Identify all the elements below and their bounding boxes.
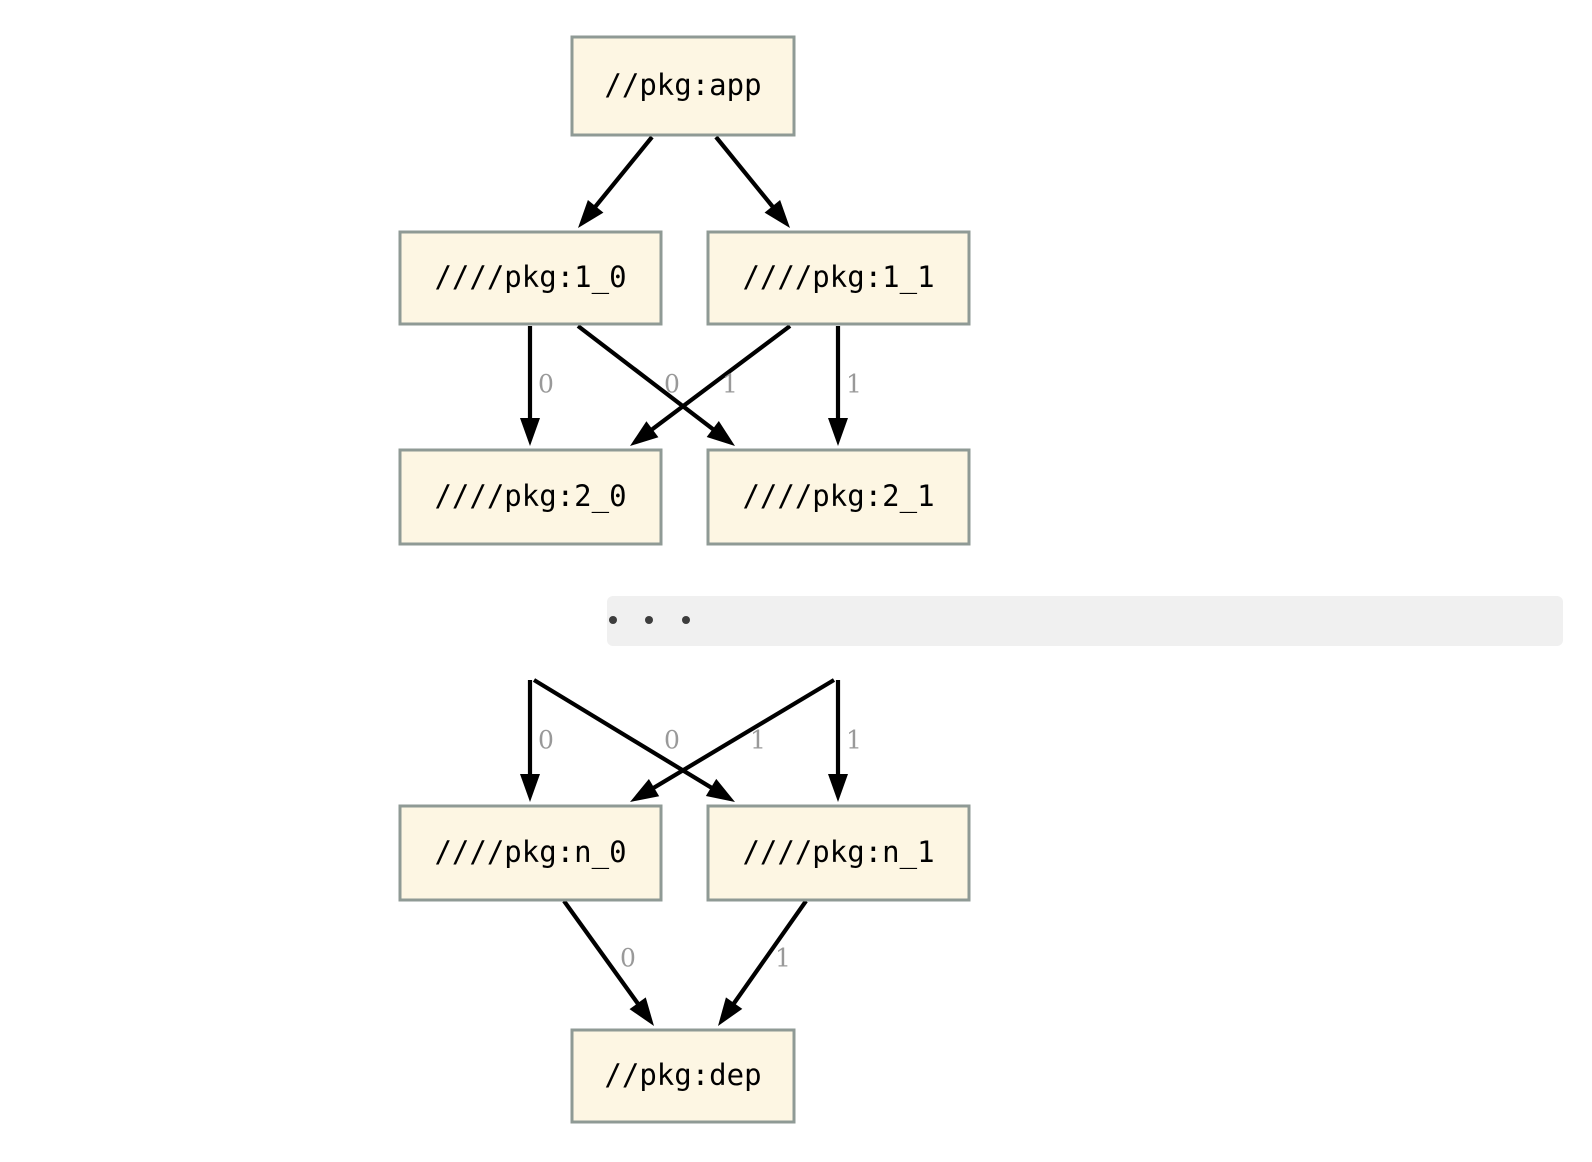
node-box[interactable]	[398, 448, 663, 546]
graph-node-n1_1[interactable]: ////pkg:1_1	[706, 230, 971, 326]
node-box[interactable]	[706, 230, 971, 326]
edge-arrowhead	[630, 421, 659, 446]
ellipsis-separator	[607, 596, 1563, 646]
edge-arrowhead	[764, 199, 790, 228]
edge-line	[647, 324, 792, 434]
edge-label: 1	[846, 370, 862, 399]
edge-arrowhead	[706, 421, 735, 446]
graph-nodes: //pkg:app ////pkg:1_0 ////pkg:1_1 ////pkg:2…	[398, 35, 971, 1124]
node-label: //pkg:app	[604, 68, 761, 102]
node-label: ////pkg:n_0	[434, 835, 626, 870]
edge-line	[649, 678, 836, 792]
graph-node-nn_0[interactable]: ////pkg:n_0	[398, 804, 663, 902]
graph-node-n2_1[interactable]: ////pkg:2_1	[706, 448, 971, 546]
node-label: ////pkg:1_1	[742, 260, 934, 295]
ellipsis-dot	[645, 616, 653, 624]
edge-label: 1	[722, 370, 738, 399]
node-label: //pkg:dep	[604, 1058, 761, 1092]
graph-node-nn_1[interactable]: ////pkg:n_1	[706, 804, 971, 902]
edge-label: 1	[846, 726, 862, 755]
graph-edges	[520, 135, 848, 1026]
graph-node-n2_0[interactable]: ////pkg:2_0	[398, 448, 663, 546]
edge-label: 1	[750, 726, 766, 755]
edge-line	[532, 678, 716, 792]
node-box[interactable]	[706, 804, 971, 902]
edge-label: 0	[664, 370, 680, 399]
edge-arrowhead	[629, 997, 654, 1026]
edge-line	[576, 324, 718, 434]
edge-label: 1	[775, 944, 791, 973]
edge-label: 0	[538, 370, 554, 399]
edge-label: 0	[538, 726, 554, 755]
edge-arrowhead	[828, 774, 848, 802]
graph-node-app[interactable]: //pkg:app	[570, 35, 796, 137]
edge-line	[730, 899, 808, 1008]
node-label: ////pkg:2_0	[434, 479, 626, 514]
edge-line	[714, 135, 777, 211]
edge-arrowhead	[520, 774, 540, 802]
node-label: ////pkg:n_1	[742, 835, 934, 870]
edge-arrowhead	[520, 418, 540, 446]
edge-label: 0	[664, 726, 680, 755]
graph-node-dep[interactable]: //pkg:dep	[570, 1028, 796, 1124]
node-box[interactable]	[570, 35, 796, 137]
node-box[interactable]	[706, 448, 971, 546]
edge-arrowhead	[630, 779, 660, 802]
node-box[interactable]	[398, 230, 663, 326]
edge-arrowhead	[828, 418, 848, 446]
node-label: ////pkg:2_1	[742, 479, 934, 514]
ellipsis-dot	[609, 616, 617, 624]
edge-line	[591, 135, 654, 211]
ellipsis-dot	[682, 616, 690, 624]
edge-arrowhead	[705, 778, 735, 802]
edge-arrowhead	[578, 199, 604, 228]
graph-node-n1_0[interactable]: ////pkg:1_0	[398, 230, 663, 326]
graph-edge-labels: 0 0 1 1 0 0 1 1 0 1	[538, 370, 862, 973]
edge-arrowhead	[718, 997, 743, 1026]
ellipsis-band	[607, 596, 1563, 646]
node-box[interactable]	[398, 804, 663, 902]
node-box[interactable]	[570, 1028, 796, 1124]
node-label: ////pkg:1_0	[434, 260, 626, 295]
edge-label: 0	[620, 944, 636, 973]
edge-line	[562, 899, 642, 1008]
